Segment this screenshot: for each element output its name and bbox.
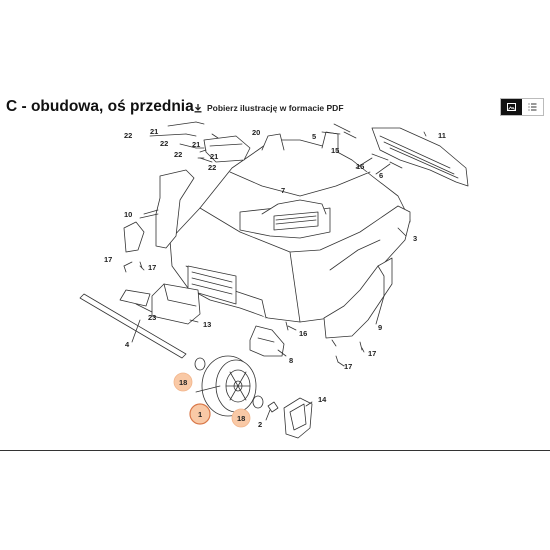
label-15a[interactable]: 15 <box>331 146 339 155</box>
label-15b[interactable]: 15 <box>356 162 364 171</box>
highlight-markers <box>173 372 251 428</box>
hubcap-part <box>283 397 313 439</box>
label-10[interactable]: 10 <box>124 210 132 219</box>
page-title: C - obudowa, oś przednia <box>6 98 194 115</box>
view-toggle <box>500 98 544 116</box>
label-17c[interactable]: 17 <box>368 349 376 358</box>
label-18b[interactable]: 18 <box>237 414 245 423</box>
list-view-button[interactable] <box>522 99 543 115</box>
label-4[interactable]: 4 <box>125 340 130 349</box>
highlight-1[interactable] <box>189 403 211 425</box>
left-bracket-part <box>123 169 195 253</box>
image-view-icon <box>507 98 516 116</box>
label-21c[interactable]: 21 <box>210 152 218 161</box>
axle-part <box>79 293 187 359</box>
label-8[interactable]: 8 <box>289 356 293 365</box>
label-6[interactable]: 6 <box>379 171 383 180</box>
label-14[interactable]: 14 <box>318 395 327 404</box>
label-16[interactable]: 16 <box>299 329 307 338</box>
bushing-part <box>194 357 279 413</box>
header: C - obudowa, oś przednia Pobierz ilustra… <box>0 98 550 124</box>
highlight-18b[interactable] <box>231 408 251 428</box>
leader-lines <box>123 121 427 421</box>
label-17d[interactable]: 17 <box>344 362 352 371</box>
label-18a[interactable]: 18 <box>179 378 187 387</box>
label-1[interactable]: 1 <box>198 410 202 419</box>
label-22b[interactable]: 22 <box>160 139 168 148</box>
label-7[interactable]: 7 <box>281 186 285 195</box>
plate-part <box>119 289 151 307</box>
list-view-icon <box>528 98 537 116</box>
label-11[interactable]: 11 <box>438 131 446 140</box>
download-icon <box>193 103 203 113</box>
divider <box>0 450 550 451</box>
label-21a[interactable]: 21 <box>150 127 158 136</box>
label-13[interactable]: 13 <box>203 320 211 329</box>
label-17a[interactable]: 17 <box>104 255 112 264</box>
label-17b[interactable]: 17 <box>148 263 156 272</box>
label-2[interactable]: 2 <box>258 420 262 429</box>
label-22c[interactable]: 22 <box>174 150 182 159</box>
right-bracket-part <box>323 257 393 339</box>
wheel-part <box>201 355 257 417</box>
front-handle-part <box>151 283 201 325</box>
screw-parts <box>123 121 403 363</box>
small-bracket-part <box>249 325 285 357</box>
label-20[interactable]: 20 <box>252 128 260 137</box>
housing-part <box>169 131 411 323</box>
label-5[interactable]: 5 <box>312 132 316 141</box>
download-label: Pobierz ilustrację w formacie PDF <box>207 103 344 113</box>
part-labels: 22 21 22 22 20 21 21 22 5 15 11 15 6 7 1… <box>104 127 446 429</box>
label-22d[interactable]: 22 <box>208 163 216 172</box>
label-9[interactable]: 9 <box>378 323 382 332</box>
label-23[interactable]: 23 <box>148 313 156 322</box>
image-view-button[interactable] <box>501 99 522 115</box>
highlight-18a[interactable] <box>173 372 193 392</box>
download-pdf-link[interactable]: Pobierz ilustrację w formacie PDF <box>193 103 344 113</box>
label-22a[interactable]: 22 <box>124 131 132 140</box>
rear-flap-part <box>371 127 469 187</box>
label-3[interactable]: 3 <box>413 234 417 243</box>
top-cover-part <box>203 135 251 163</box>
label-21b[interactable]: 21 <box>192 140 200 149</box>
